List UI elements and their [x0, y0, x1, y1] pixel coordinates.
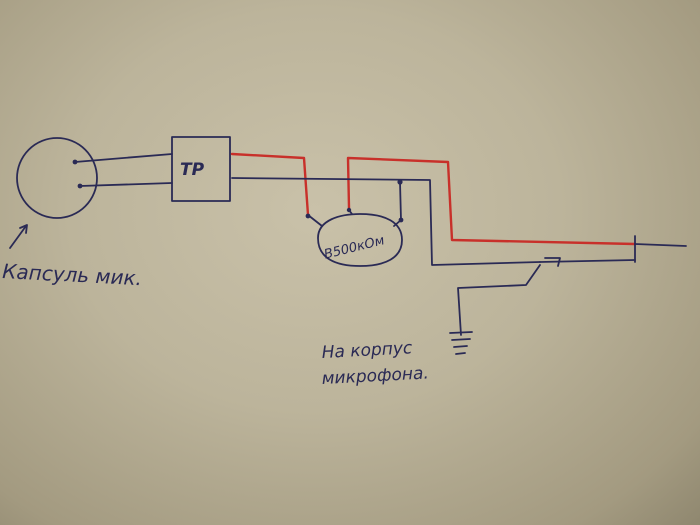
ground-label-line2: микрофона.: [321, 363, 429, 389]
red-wire-tr-pot: [230, 152, 310, 217]
transformer-box: [171, 136, 231, 202]
wire-tr-ground: [231, 177, 541, 266]
pot-lead-left: [307, 214, 323, 227]
capsule-label: Капсуль мик.: [2, 259, 143, 290]
wire-capsule-tr-bottom: [79, 182, 173, 187]
red-wire-output: [346, 156, 637, 246]
plug-sleeve: [539, 259, 636, 263]
ground-symbol: [449, 331, 473, 355]
wire-capsule-tr-top: [74, 153, 173, 163]
capsule-circle: [16, 137, 98, 219]
ground-label-line1: На корпус: [321, 338, 413, 363]
resistor-label: В500кОм: [323, 233, 387, 263]
plug-sleeve-mark: [544, 257, 561, 267]
output-plug: [539, 235, 687, 267]
mic-capsule: [16, 137, 98, 219]
junction-dot: [397, 179, 403, 185]
potentiometer: В500кОм: [305, 207, 404, 267]
wire-junction-pot: [399, 181, 402, 221]
plug-tip: [634, 243, 687, 247]
capsule-arrow: [9, 224, 28, 249]
pot-terminal-right: [398, 217, 404, 223]
transformer-label: ТР: [180, 160, 205, 180]
potentiometer-body: [317, 213, 403, 267]
ground-wire: [457, 264, 541, 336]
pot-terminal-wiper: [346, 207, 352, 213]
pot-terminal-left: [305, 213, 311, 219]
